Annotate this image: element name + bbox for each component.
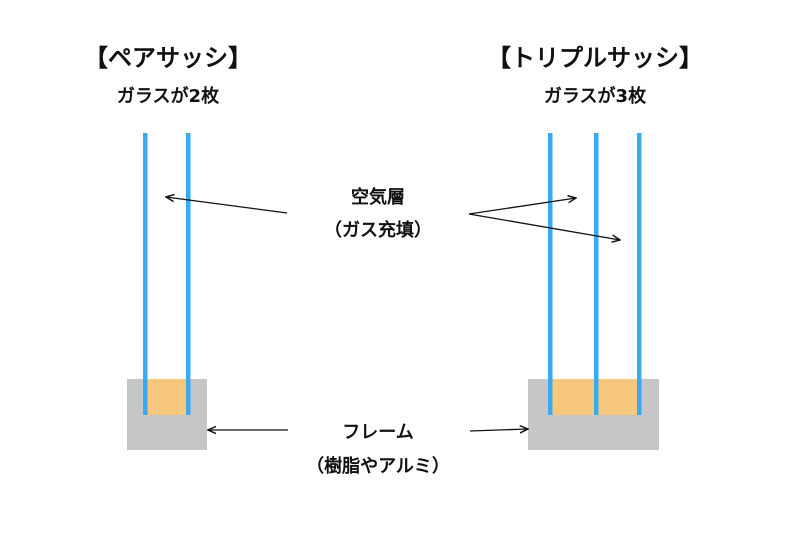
pair-sash xyxy=(127,133,207,450)
pair-glass-2 xyxy=(186,133,191,415)
frame-label: フレーム xyxy=(342,422,414,443)
triple-sash xyxy=(528,133,659,450)
arrow-air-pair xyxy=(166,197,288,214)
triple-glass-3 xyxy=(637,133,642,415)
triple-glass-1 xyxy=(548,133,553,415)
pair-title: 【ペアサッシ】 xyxy=(84,44,252,72)
triple-title: 【トリプルサッシ】 xyxy=(487,44,703,72)
air-layer-label: 空気層 xyxy=(351,187,405,208)
triple-subtitle: ガラスが3枚 xyxy=(543,86,647,107)
pair-subtitle: ガラスが2枚 xyxy=(116,86,220,107)
frame-material-label: （樹脂やアルミ） xyxy=(306,456,450,477)
air-layer-gas-label: （ガス充填） xyxy=(324,220,432,241)
pair-glass-1 xyxy=(143,133,148,415)
arrow-air-triple-upper xyxy=(468,198,576,215)
triple-glass-2 xyxy=(594,133,599,415)
pair-spacer xyxy=(146,379,188,415)
arrow-air-triple-lower xyxy=(468,213,620,240)
arrow-frame-triple xyxy=(469,429,528,431)
